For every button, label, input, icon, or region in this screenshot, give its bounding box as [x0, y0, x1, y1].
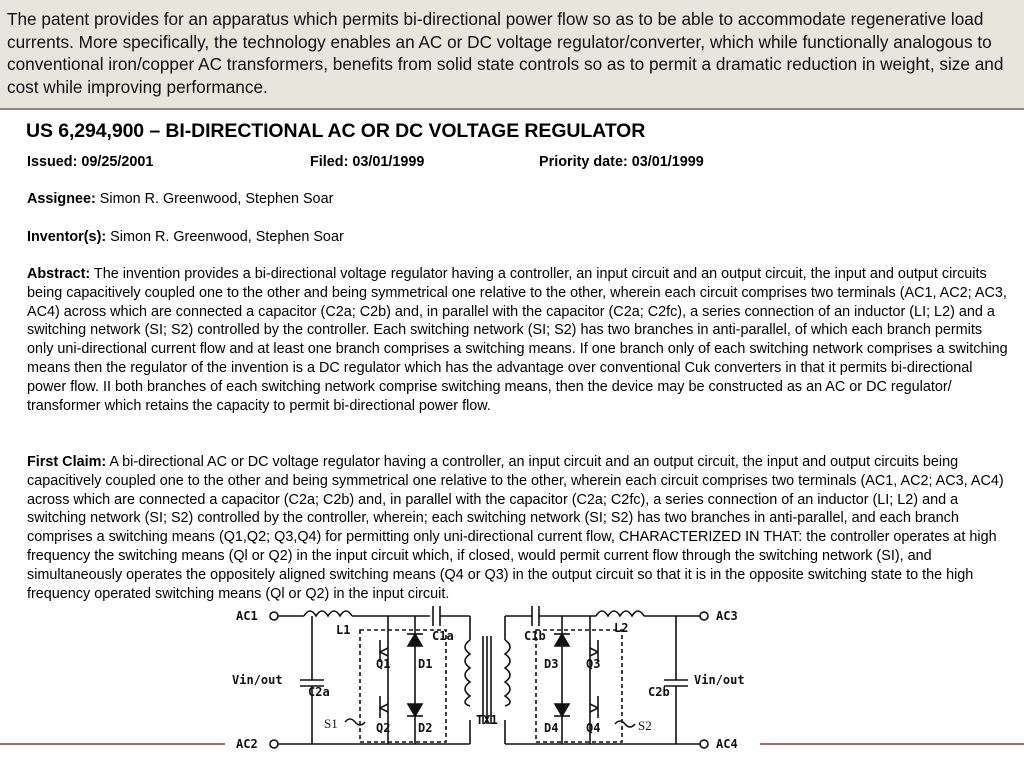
label-s1: S1: [324, 716, 338, 731]
label-d3: D3: [544, 657, 558, 671]
label-tx1: TX1: [476, 713, 498, 727]
label-c1b: C1b: [524, 629, 546, 643]
inventors-value: Simon R. Greenwood, Stephen Soar: [106, 229, 344, 245]
label-q1: Q1: [376, 657, 390, 671]
issued-date: Issued: 09/25/2001: [27, 154, 154, 170]
first-claim-label: First Claim:: [27, 454, 107, 470]
assignee-value: Simon R. Greenwood, Stephen Soar: [95, 191, 334, 207]
label-ac1: AC1: [236, 609, 258, 623]
inventors: Inventor(s): Simon R. Greenwood, Stephen…: [27, 228, 1012, 247]
first-claim: First Claim: A bi-directional AC or DC v…: [27, 453, 1012, 603]
summary-text: The patent provides for an apparatus whi…: [7, 9, 1004, 97]
label-vin-right: Vin/out: [694, 673, 745, 687]
label-d4: D4: [544, 721, 558, 735]
label-d1: D1: [418, 657, 432, 671]
label-d2: D2: [418, 721, 432, 735]
filed-date: Filed: 03/01/1999: [310, 154, 425, 170]
assignee: Assignee: Simon R. Greenwood, Stephen So…: [27, 190, 1012, 209]
label-q2: Q2: [376, 721, 390, 735]
patent-title: US 6,294,900 – BI-DIRECTIONAL AC OR DC V…: [26, 120, 646, 142]
label-ac3: AC3: [716, 609, 738, 623]
assignee-label: Assignee:: [27, 191, 96, 207]
label-l2: L2: [614, 621, 628, 635]
summary-banner: The patent provides for an apparatus whi…: [0, 0, 1024, 110]
abstract: Abstract: The invention provides a bi-di…: [27, 265, 1012, 415]
label-vin-left: Vin/out: [232, 673, 283, 687]
label-ac2: AC2: [236, 737, 258, 751]
label-s2: S2: [638, 718, 652, 733]
label-q3: Q3: [586, 657, 600, 671]
label-ac4: AC4: [716, 737, 738, 751]
label-c1a: C1a: [432, 629, 454, 643]
bottom-rule-left: [0, 743, 225, 745]
inventors-label: Inventor(s):: [27, 229, 107, 245]
label-c2b: C2b: [648, 685, 670, 699]
bottom-rule-right: [760, 743, 1024, 745]
label-l1: L1: [336, 623, 350, 637]
label-q4: Q4: [586, 721, 600, 735]
abstract-label: Abstract:: [27, 266, 91, 282]
abstract-text: The invention provides a bi-directional …: [27, 266, 1008, 414]
first-claim-text: A bi-directional AC or DC voltage regula…: [27, 454, 1004, 602]
circuit-diagram: AC1 AC2 AC3 AC4 L1 L2 C1a C1b C2a C2b Vi…: [232, 606, 745, 751]
priority-date: Priority date: 03/01/1999: [539, 154, 704, 170]
label-c2a: C2a: [308, 685, 330, 699]
